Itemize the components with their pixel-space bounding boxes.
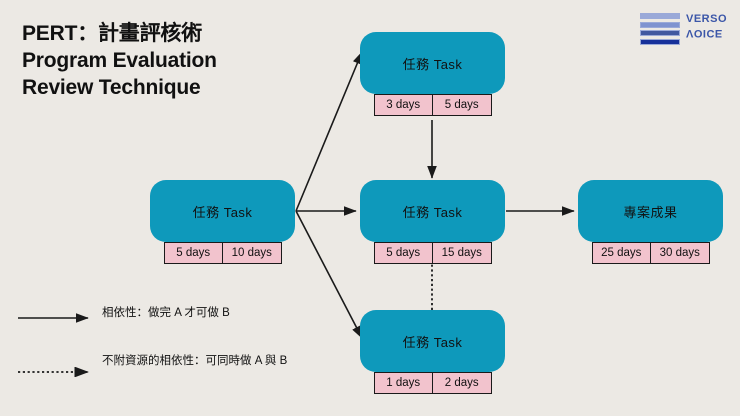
legend-item-free-dependency: 不附資源的相依性：可同時做 A 與 B xyxy=(18,353,318,383)
legend-item-dependency: 相依性：做完 A 才可做 B xyxy=(18,305,318,335)
page-title: PERT：計畫評核術 Program Evaluation Review Tec… xyxy=(22,20,362,101)
node-project-result-day-left: 25 days xyxy=(591,242,651,264)
node-left-task-day-left: 5 days xyxy=(163,242,223,264)
node-middle-task[interactable]: 任務 Task 5 days 15 days xyxy=(360,180,505,264)
node-middle-task-day-right: 15 days xyxy=(433,242,492,264)
node-project-result[interactable]: 專案成果 25 days 30 days xyxy=(578,180,723,264)
logo-wordmark: VERSO VOICE xyxy=(686,12,734,40)
node-project-result-label: 專案成果 xyxy=(578,180,723,242)
node-project-result-day-right: 30 days xyxy=(651,242,710,264)
dotted-arrow-icon xyxy=(18,367,89,377)
legend-item-free-dependency-label: 不附資源的相依性：可同時做 A 與 B xyxy=(102,355,288,367)
logo-bar-1 xyxy=(640,13,680,19)
node-middle-task-days: 5 days 15 days xyxy=(373,242,492,264)
node-bottom-task[interactable]: 任務 Task 1 days 2 days xyxy=(360,310,505,394)
node-top-task-day-left: 3 days xyxy=(373,94,433,116)
logo-bar-3 xyxy=(640,30,680,36)
legend-item-dependency-label: 相依性：做完 A 才可做 B xyxy=(102,307,230,319)
title-line-3: Review Technique xyxy=(22,76,201,99)
node-middle-task-label: 任務 Task xyxy=(360,180,505,242)
logo-bar-4 xyxy=(640,38,680,45)
logo-word-voice: VOICE xyxy=(686,27,723,39)
title-line-1: PERT：計畫評核術 xyxy=(22,22,203,45)
node-bottom-task-day-left: 1 days xyxy=(373,372,433,394)
node-left-task-days: 5 days 10 days xyxy=(163,242,282,264)
node-middle-task-day-left: 5 days xyxy=(373,242,433,264)
node-top-task-label: 任務 Task xyxy=(360,32,505,94)
node-top-task-day-right: 5 days xyxy=(433,94,492,116)
logo-bar-2 xyxy=(640,21,680,28)
node-left-task-day-right: 10 days xyxy=(223,242,282,264)
node-project-result-days: 25 days 30 days xyxy=(591,242,710,264)
logo-word-verso: VERSO xyxy=(686,13,728,25)
solid-arrow-icon xyxy=(18,313,89,323)
node-bottom-task-day-right: 2 days xyxy=(433,372,492,394)
logo-bars-icon xyxy=(640,13,680,47)
node-top-task-days: 3 days 5 days xyxy=(373,94,492,116)
node-bottom-task-label: 任務 Task xyxy=(360,310,505,372)
node-bottom-task-days: 1 days 2 days xyxy=(373,372,492,394)
legend: 相依性：做完 A 才可做 B 不附資源的相依性：可同時做 A 與 B xyxy=(18,305,318,383)
node-left-task[interactable]: 任務 Task 5 days 10 days xyxy=(150,180,295,264)
title-line-2: Program Evaluation xyxy=(22,49,217,72)
node-top-task[interactable]: 任務 Task 3 days 5 days xyxy=(360,32,505,116)
brand-logo: VERSO VOICE xyxy=(640,10,732,50)
node-left-task-label: 任務 Task xyxy=(150,180,295,242)
